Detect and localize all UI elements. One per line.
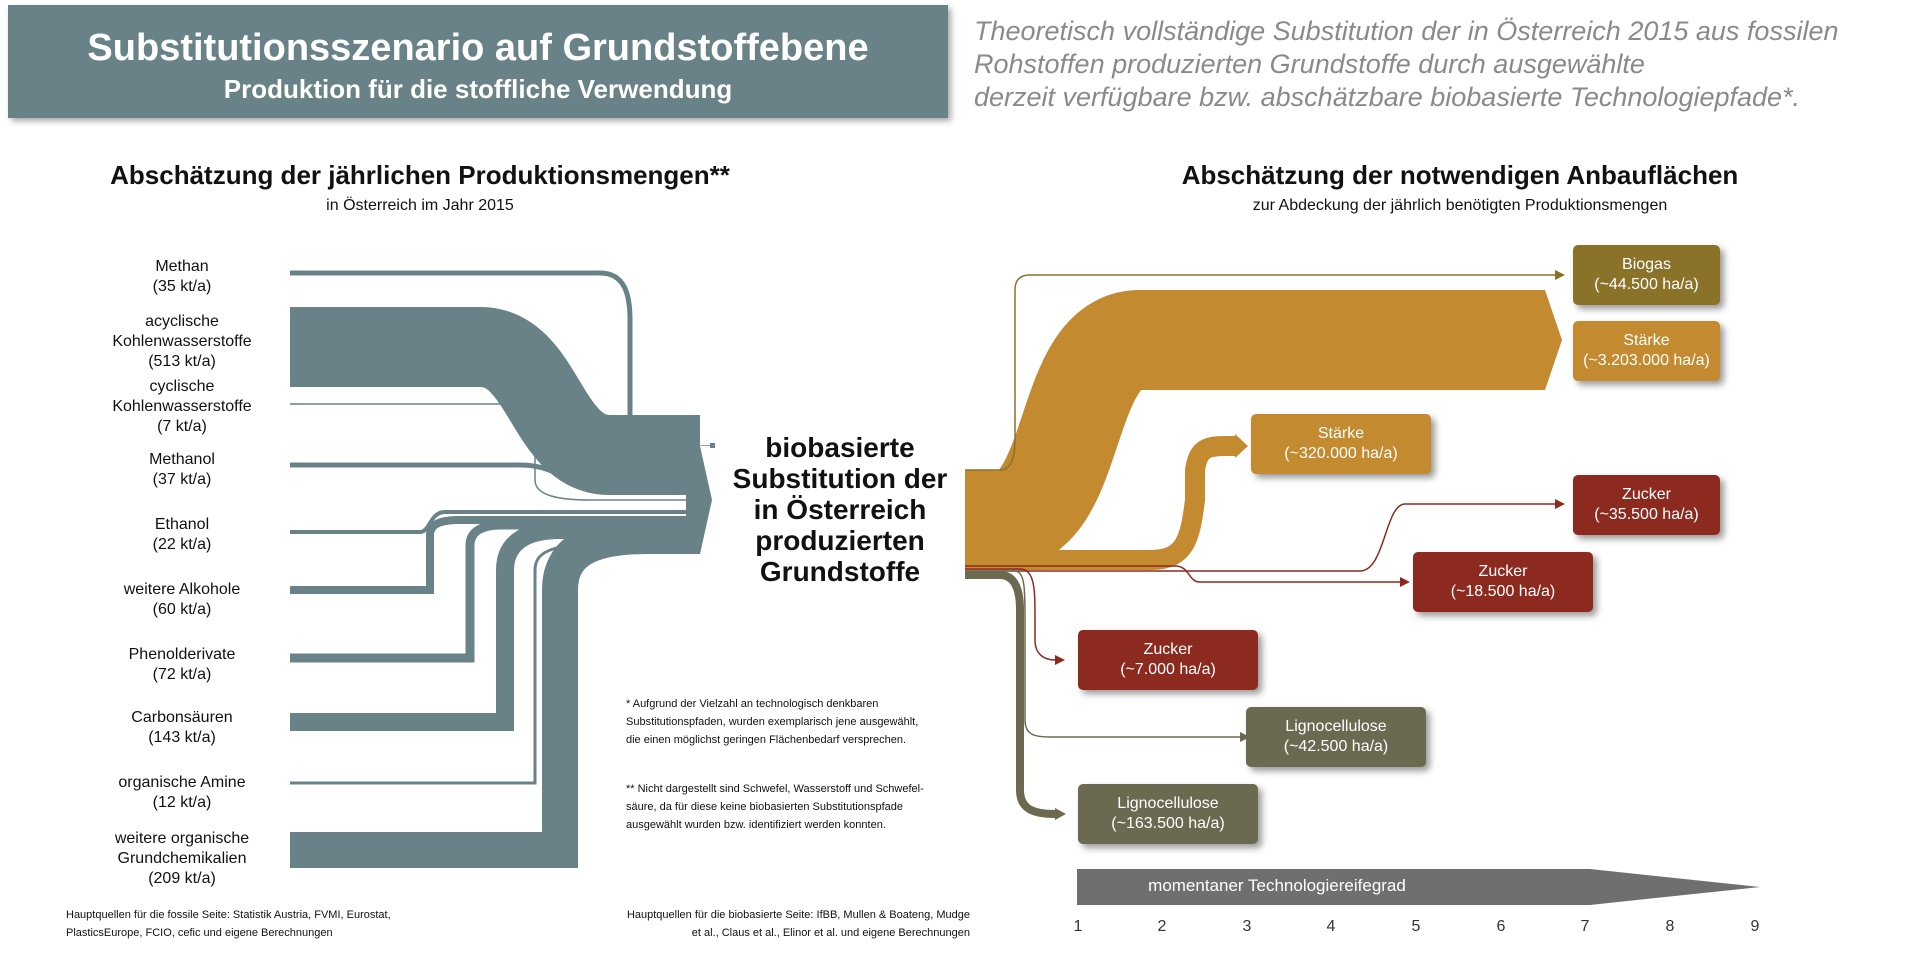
flow-starch-large — [965, 290, 1545, 570]
flow-sugar-35 — [965, 503, 1555, 572]
footnote-1: * Aufgrund der Vielzahl an technologisch… — [626, 698, 919, 746]
title-box: Substitutionsszenario auf Grundstoffeben… — [8, 5, 948, 118]
flow-biogas-head — [1555, 270, 1565, 280]
target-sugar-7: Zucker(~7.000 ha/a) — [1078, 630, 1258, 690]
source-label-carbon: Carbonsäuren(143 kt/a) — [131, 709, 233, 746]
flow-carbon — [290, 521, 700, 731]
source-label-methanol: Methanol(37 kt/a) — [149, 451, 215, 488]
right-section-subtitle: zur Abdeckung der jährlich benötigten Pr… — [1252, 197, 1668, 214]
scale-tick: 8 — [1665, 918, 1675, 935]
maturity-arrow — [1077, 869, 1760, 905]
scale-tick: 1 — [1073, 918, 1083, 935]
page-title: Substitutionsszenario auf Grundstoffeben… — [87, 27, 869, 69]
target-sugar-35: Zucker(~35.500 ha/a) — [1573, 475, 1720, 535]
footer-right: Hauptquellen für die biobasierte Seite: … — [626, 909, 970, 939]
flow-sugar-7-head — [1055, 655, 1065, 665]
scale-tick: 2 — [1157, 918, 1167, 935]
target-starch-small: Stärke(~320.000 ha/a) — [1251, 414, 1431, 474]
flow-acyclic — [290, 307, 700, 495]
bio-flows — [965, 270, 1565, 820]
flow-sugar-18 — [965, 565, 1400, 583]
source-label-ethanol: Ethanol(22 kt/a) — [152, 516, 212, 553]
flow-ligno-163-head — [1055, 808, 1066, 820]
flow-sugar-18-head — [1400, 577, 1410, 587]
fossil-head — [686, 446, 712, 554]
scale-tick: 7 — [1580, 918, 1590, 935]
intro-line: Rohstoffen produzierten Grundstoffe durc… — [974, 49, 1645, 79]
flow-alcohol — [290, 516, 700, 594]
flow-sugar-35-head — [1555, 499, 1565, 509]
flow-cyclic — [290, 403, 700, 501]
flow-biogas — [965, 274, 1555, 471]
flow-sugar-7 — [965, 568, 1056, 661]
source-label-phenol: Phenolderivate(72 kt/a) — [128, 646, 236, 683]
target-ligno-42: Lignocellulose(~42.500 ha/a) — [1246, 707, 1426, 767]
source-label-alcohols: weitere Alkohole(60 kt/a) — [123, 581, 241, 618]
flow-ligno-163 — [965, 571, 1056, 818]
maturity-label: momentaner Technologiereifegrad — [1148, 876, 1406, 895]
left-section-subtitle: in Österreich im Jahr 2015 — [326, 197, 514, 214]
intro-line: derzeit verfügbare bzw. abschätzbare bio… — [974, 82, 1801, 112]
flow-amine — [290, 543, 700, 785]
flow-ligno-42-head — [1240, 732, 1250, 742]
flow-ligno-42 — [965, 570, 1240, 738]
scale-tick: 3 — [1242, 918, 1252, 935]
fossil-converge-arrow — [680, 445, 715, 446]
source-label-amine: organische Amine(12 kt/a) — [118, 774, 246, 811]
flow-methanol — [290, 462, 700, 493]
footer-left: Hauptquellen für die fossile Seite: Stat… — [66, 909, 391, 939]
scale-tick: 9 — [1750, 918, 1760, 935]
intro-text: Theoretisch vollständige Substitution de… — [974, 15, 1914, 114]
left-section-title: Abschätzung der jährlichen Produktionsme… — [110, 160, 730, 190]
scale-tick: 6 — [1496, 918, 1506, 935]
flow-starch-large-head — [1545, 290, 1562, 390]
flow-starch-small — [965, 436, 1235, 570]
scale-tick: 5 — [1411, 918, 1421, 935]
flow-ethanol — [290, 510, 700, 534]
target-starch-large: Stärke(~3.203.000 ha/a) — [1573, 321, 1720, 381]
right-section-title: Abschätzung der notwendigen Anbauflächen — [1181, 160, 1739, 190]
flow-phenol — [290, 520, 700, 663]
footnote-2: ** Nicht dargestellt sind Schwefel, Wass… — [626, 783, 924, 831]
intro-line: Theoretisch vollständige Substitution de… — [974, 16, 1839, 46]
fossil-arrowhead — [700, 443, 715, 448]
flow-starch-small-head — [1235, 434, 1248, 458]
flow-methan — [290, 270, 701, 461]
target-biogas: Biogas(~44.500 ha/a) — [1573, 245, 1720, 305]
target-ligno-163: Lignocellulose(~163.500 ha/a) — [1078, 784, 1258, 844]
center-label: biobasierte Substitution der in Österrei… — [732, 432, 948, 587]
scale-tick: 4 — [1326, 918, 1336, 935]
page-subtitle: Produktion für die stoffliche Verwendung — [223, 74, 733, 104]
fossil-flows — [290, 270, 701, 868]
target-sugar-18: Zucker(~18.500 ha/a) — [1413, 552, 1593, 612]
source-label-methan: Methan(35 kt/a) — [152, 258, 212, 295]
